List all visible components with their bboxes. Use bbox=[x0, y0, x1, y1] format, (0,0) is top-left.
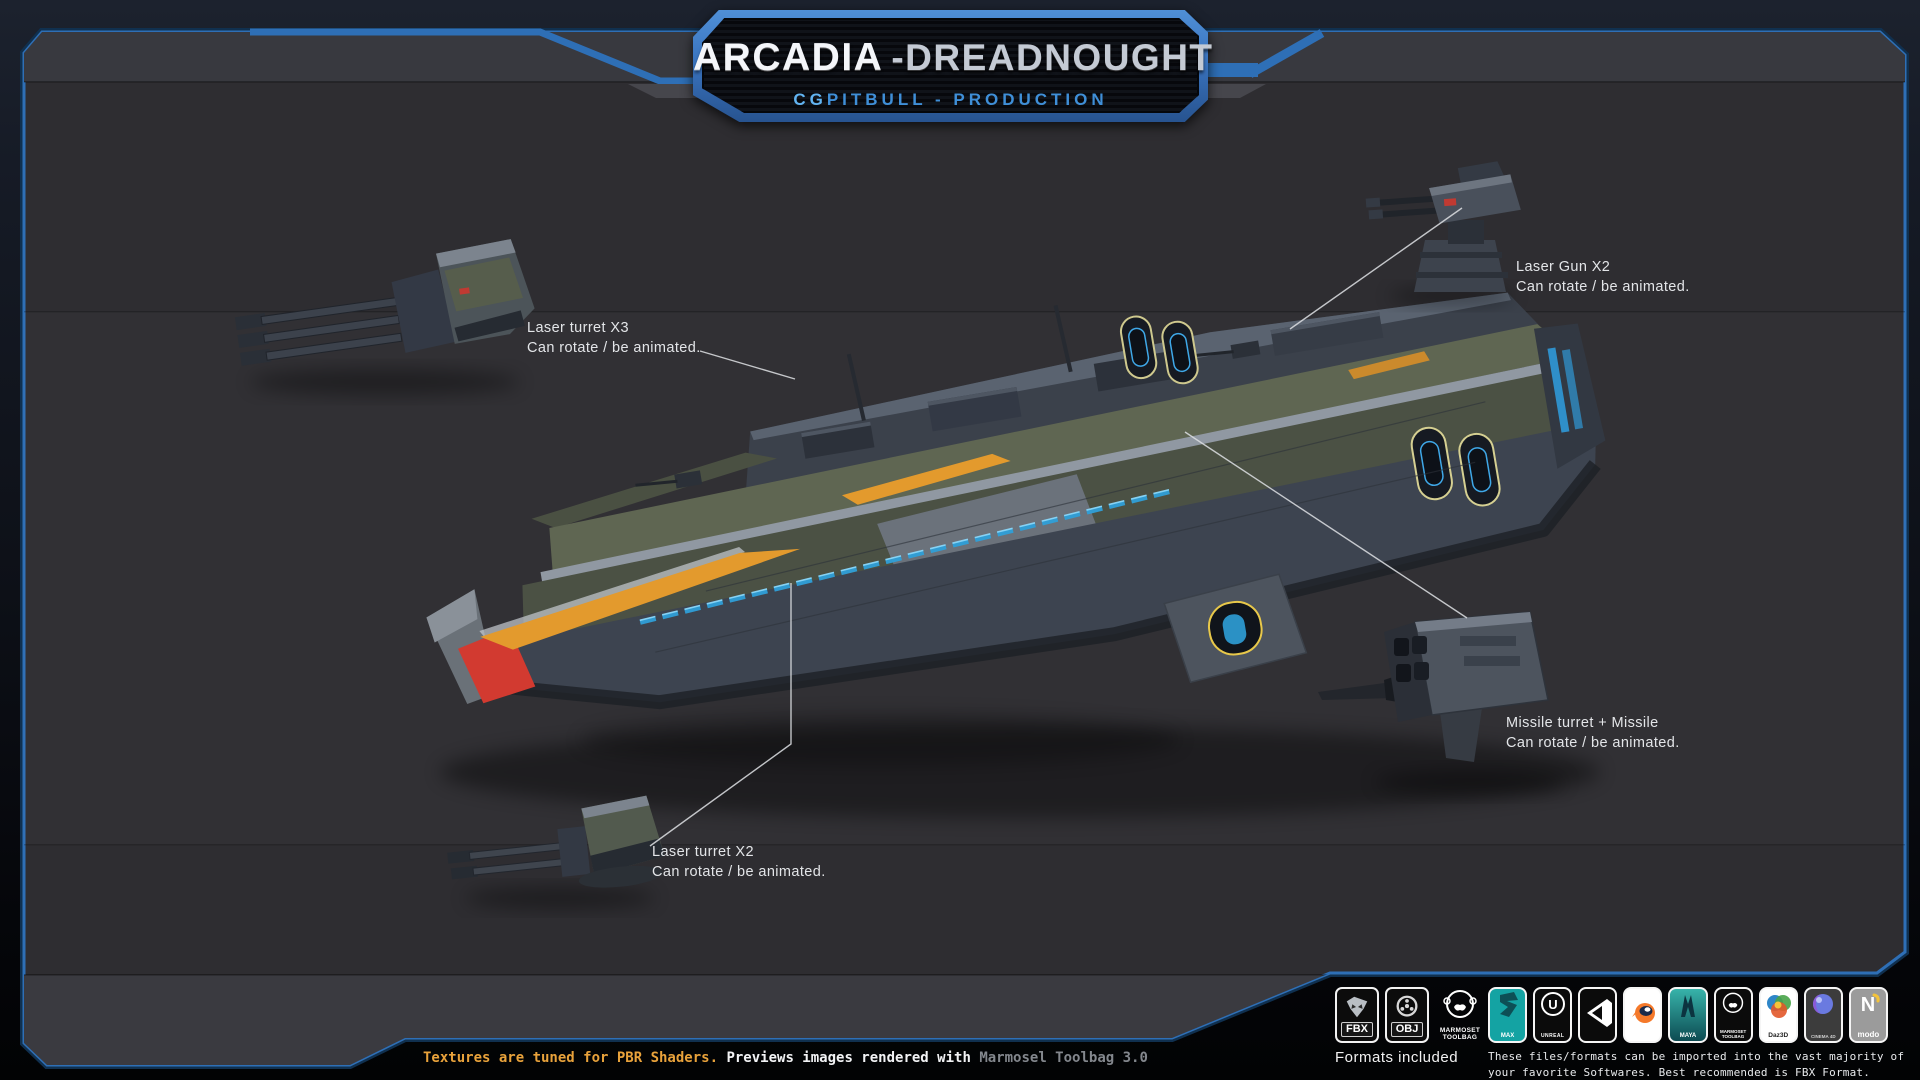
callout-title: Missile turret + Missile bbox=[1506, 715, 1659, 731]
software-tile-modo: N modo bbox=[1848, 987, 1888, 1043]
cinema-4d-icon bbox=[1813, 994, 1834, 1014]
svg-text:N: N bbox=[1861, 994, 1875, 1016]
callout-desc: Can rotate / be animated. bbox=[1506, 735, 1680, 751]
format-tile-fbx: FBX bbox=[1335, 987, 1379, 1043]
callout-missile-turret: Missile turret + Missile Can rotate / be… bbox=[1506, 713, 1680, 753]
page-subtitle: CGPITBULL - PRODUCTION bbox=[693, 90, 1208, 110]
callout-line-laser-turret-x3 bbox=[699, 350, 796, 380]
software-label: Daz3D bbox=[1768, 1032, 1789, 1039]
callout-title: Laser Gun X2 bbox=[1516, 259, 1611, 275]
software-tile-daz3d: Daz3D bbox=[1758, 987, 1798, 1043]
title-arcadia: ARCADIA bbox=[693, 36, 884, 79]
unreal-engine-icon: U bbox=[1540, 992, 1565, 1016]
marmoset-label: MARMOSET TOOLBAG bbox=[1439, 1027, 1481, 1041]
software-label: modo bbox=[1857, 1030, 1880, 1039]
maya-icon bbox=[1680, 995, 1695, 1017]
fbx-file-icon bbox=[1346, 996, 1368, 1018]
software-note-line2: your favorite Softwares. Best recommende… bbox=[1488, 1066, 1871, 1079]
deck-turret-small-2 bbox=[1189, 340, 1261, 359]
callout-line-laser-gun-x2 bbox=[1289, 207, 1463, 330]
software-label: MAX bbox=[1500, 1033, 1515, 1039]
callout-lines bbox=[649, 207, 1468, 847]
callout-laser-turret-x3: Laser turret X3 Can rotate / be animated… bbox=[527, 318, 701, 358]
ship-shadow bbox=[440, 714, 1600, 818]
callout-title: Laser turret X2 bbox=[652, 844, 754, 860]
software-tile-unity bbox=[1578, 987, 1618, 1043]
3ds-max-icon bbox=[1499, 992, 1518, 1017]
callout-line-laser-turret-x2 bbox=[649, 583, 792, 847]
svg-text:U: U bbox=[1548, 997, 1557, 1012]
callout-laser-gun-x2: Laser Gun X2 Can rotate / be animated. bbox=[1516, 257, 1690, 297]
software-tile-blender bbox=[1623, 987, 1663, 1043]
footer-pbr-text: Textures are tuned for PBR Shaders. bbox=[423, 1050, 719, 1066]
laser-turret-x2-render bbox=[447, 795, 665, 909]
formats-block: FBX OBJ MARMOSET TOOLBAG Formats include… bbox=[1335, 987, 1485, 1066]
obj-label: OBJ bbox=[1390, 1022, 1424, 1037]
callout-laser-turret-x2: Laser turret X2 Can rotate / be animated… bbox=[652, 842, 826, 882]
page-title: ARCADIA-DREADNOUGHT bbox=[693, 36, 1212, 80]
software-tile-3ds-max: MAX bbox=[1488, 987, 1528, 1043]
unity-icon bbox=[1586, 999, 1612, 1027]
oval-turret-pods-stern bbox=[1410, 426, 1501, 507]
ship-render bbox=[426, 292, 1606, 710]
oval-turret-pods-mid bbox=[1119, 315, 1199, 385]
subtitle-production: PITBULL - PRODUCTION bbox=[826, 90, 1108, 109]
footer-toolbag-text: Marmosel Toolbag 3.0 bbox=[979, 1050, 1148, 1066]
laser-gun-x2-render bbox=[1365, 161, 1521, 305]
software-tile-maya: MAYA bbox=[1668, 987, 1708, 1043]
subtitle-cg: CG bbox=[793, 90, 827, 109]
software-label: UNREAL bbox=[1541, 1033, 1565, 1039]
callout-line-missile-turret bbox=[1184, 431, 1468, 619]
callout-desc: Can rotate / be animated. bbox=[527, 340, 701, 356]
software-block: MAX U UNREAL bbox=[1488, 987, 1905, 1080]
marmoset-toolbag-icon bbox=[1722, 992, 1744, 1013]
software-tile-marmoset-toolbag: MARMOSET TOOLBAG bbox=[1713, 987, 1753, 1043]
marmoset-toolbag-icon bbox=[1443, 990, 1477, 1018]
software-tile-unreal-engine: U UNREAL bbox=[1533, 987, 1573, 1043]
laser-turret-x3-render bbox=[234, 239, 535, 395]
callout-title: Laser turret X3 bbox=[527, 320, 629, 336]
title-banner: ARCADIA-DREADNOUGHT CGPITBULL - PRODUCTI… bbox=[693, 10, 1212, 122]
format-marmoset: MARMOSET TOOLBAG bbox=[1435, 987, 1485, 1041]
software-label: MAYA bbox=[1679, 1033, 1697, 1039]
callout-desc: Can rotate / be animated. bbox=[652, 864, 826, 880]
callout-desc: Can rotate / be animated. bbox=[1516, 279, 1690, 295]
format-tile-obj: OBJ bbox=[1385, 987, 1429, 1043]
title-banner-plate bbox=[702, 18, 1199, 113]
modo-icon: N bbox=[1861, 993, 1881, 1016]
deck-turret-small-1 bbox=[635, 470, 703, 489]
blender-icon bbox=[1631, 1003, 1655, 1023]
missile-turret-render bbox=[1318, 611, 1565, 794]
software-label: CINEMA 4D bbox=[1811, 1034, 1836, 1039]
side-pod bbox=[1163, 573, 1308, 684]
daz3d-icon bbox=[1767, 995, 1792, 1018]
missile bbox=[1318, 682, 1402, 700]
fbx-label: FBX bbox=[1341, 1022, 1373, 1037]
software-label: MARMOSET TOOLBAG bbox=[1719, 1029, 1747, 1039]
bow-orange-stripe bbox=[480, 548, 801, 650]
footer-note: Textures are tuned for PBR Shaders. Prev… bbox=[423, 1050, 1148, 1066]
title-dreadnought: -DREADNOUGHT bbox=[891, 37, 1214, 78]
software-tile-cinema-4d: CINEMA 4D bbox=[1803, 987, 1843, 1043]
obj-file-icon bbox=[1396, 995, 1418, 1017]
formats-heading: Formats included bbox=[1335, 1049, 1459, 1066]
banner-flank-left bbox=[250, 28, 702, 85]
software-note-line1: These files/formats can be imported into… bbox=[1488, 1050, 1905, 1063]
footer-render-text: Previews images rendered with bbox=[718, 1050, 980, 1066]
